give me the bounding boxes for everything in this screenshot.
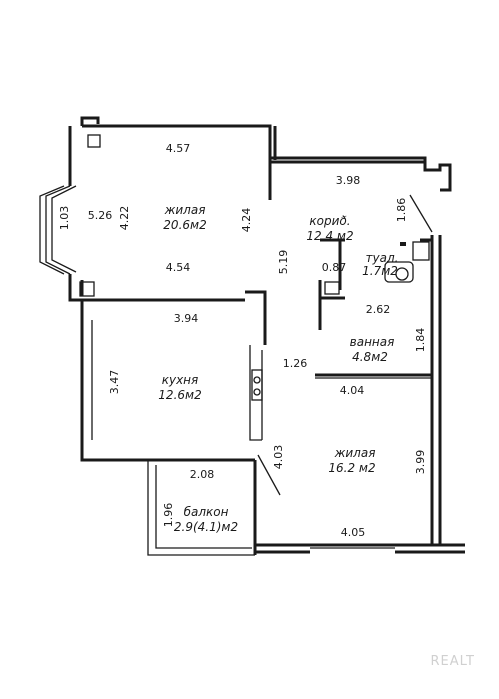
stove-fixture	[251, 369, 263, 401]
watermark-text: REALT	[430, 654, 475, 669]
inner-walls	[100, 160, 433, 496]
room-living1-area: 20.6м2	[163, 218, 206, 232]
room-living2-name: жилая	[334, 446, 376, 460]
room-bathroom-area: 4.8м2	[352, 350, 388, 364]
room-living2-area: 16.2 м2	[328, 461, 375, 475]
fixtures	[79, 134, 430, 401]
dim-3-99: 3.99	[414, 450, 427, 475]
dim-3-47: 3.47	[108, 370, 121, 395]
dim-2-62: 2.62	[366, 303, 391, 316]
room-balcony-name: балкон	[184, 505, 229, 519]
dim-0-87: 0.87	[322, 261, 347, 274]
dim-4-04: 4.04	[340, 384, 365, 397]
dim-4-57: 4.57	[166, 142, 191, 155]
riser	[400, 242, 406, 246]
stove-burner	[253, 388, 261, 396]
stove-burner	[253, 376, 261, 384]
room-labels: жилая 20.6м2 кориð. 12.4 м2 туал. 1.7м2 …	[158, 203, 398, 534]
dim-2-08: 2.08	[190, 468, 215, 481]
bay-column	[87, 134, 101, 148]
room-toilet-area: 1.7м2	[362, 264, 398, 278]
dim-3-94: 3.94	[174, 312, 199, 325]
room-kitchen-name: кухня	[162, 373, 199, 387]
dim-4-03: 4.03	[272, 445, 285, 470]
dim-1-26: 1.26	[283, 357, 308, 370]
dim-1-96: 1.96	[162, 503, 175, 528]
room-bathroom-name: ванная	[350, 335, 395, 349]
room-kitchen-area: 12.6м2	[158, 388, 201, 402]
shaft	[324, 281, 340, 295]
room-living1-name: жилая	[164, 203, 206, 217]
outer-walls	[39, 116, 465, 556]
dim-1-86: 1.86	[395, 198, 408, 223]
dim-3-98: 3.98	[336, 174, 361, 187]
dim-5-26: 5.26	[88, 209, 113, 222]
dim-1-84: 1.84	[414, 328, 427, 353]
dimension-labels: 4.57 3.98 5.26 4.22 1.03 4.24 1.86 4.54 …	[58, 142, 427, 539]
room-corridor-name: кориð.	[309, 214, 350, 228]
dim-4-22: 4.22	[118, 206, 131, 231]
sink-fixture	[412, 241, 430, 261]
dim-4-54: 4.54	[166, 261, 191, 274]
dim-1-03: 1.03	[58, 206, 71, 231]
room-balcony-area: 2.9(4.1)м2	[174, 520, 238, 534]
corner-column	[79, 281, 95, 297]
dim-4-24: 4.24	[240, 208, 253, 233]
toilet-fixture	[384, 261, 414, 283]
dim-5-19: 5.19	[277, 250, 290, 275]
room-corridor-area: 12.4 м2	[306, 229, 353, 243]
room-toilet-name: туал.	[366, 251, 399, 265]
toilet-bowl	[395, 267, 409, 281]
dim-4-05: 4.05	[341, 526, 366, 539]
